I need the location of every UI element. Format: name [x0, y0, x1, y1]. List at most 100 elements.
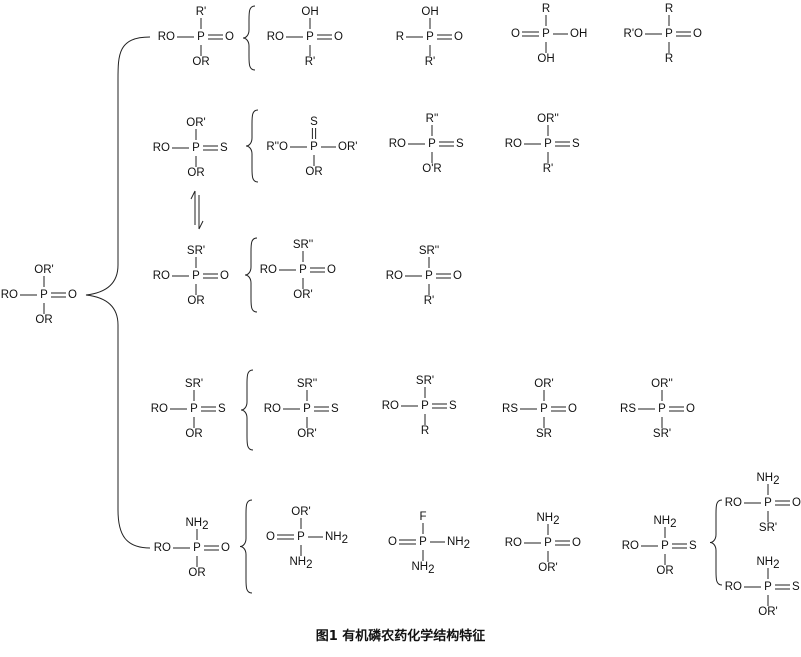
right-substituent: O	[334, 31, 343, 43]
phosphorus-atom: P	[764, 497, 772, 509]
bottom-substituent: OR'	[297, 428, 316, 440]
bottom-substituent: OR	[35, 314, 52, 326]
top-substituent: NH2	[653, 515, 676, 530]
bottom-substituent: OH	[537, 53, 554, 65]
right-substituent: OR'	[338, 141, 357, 153]
top-substituent: R'	[196, 6, 207, 18]
top-substituent: F	[419, 511, 426, 523]
left-substituent: RO	[267, 31, 284, 43]
bottom-substituent: R'	[305, 56, 316, 68]
right-substituent: O	[686, 403, 695, 415]
bottom-substituent: OR'	[293, 289, 312, 301]
top-substituent: OR''	[651, 378, 673, 390]
main-brace	[85, 36, 151, 549]
bottom-substituent: SR	[536, 428, 552, 440]
phosphorus-atom: P	[419, 536, 427, 548]
phosphorus-atom: P	[544, 537, 552, 549]
left-substituent: O	[266, 531, 275, 543]
left-substituent: RO	[158, 31, 175, 43]
structure-r2-a: P S OR R''O OR'	[266, 116, 357, 178]
phosphorus-atom: P	[310, 141, 318, 153]
right-substituent: O	[220, 270, 229, 282]
phosphorus-atom: P	[425, 270, 433, 282]
left-substituent: RO	[505, 537, 522, 549]
bottom-substituent: NH2	[411, 561, 434, 576]
bottom-substituent: OR	[192, 56, 209, 68]
top-substituent: R	[542, 3, 550, 15]
right-substituent: O	[68, 289, 77, 301]
right-substituent: S	[572, 138, 580, 150]
right-substituent: O	[453, 270, 462, 282]
left-substituent: RO	[622, 540, 639, 552]
top-substituent: OR'	[34, 264, 53, 276]
top-substituent: S	[310, 116, 318, 128]
right-substituent: O	[327, 264, 336, 276]
right-substituent: S	[220, 142, 228, 154]
right-substituent: S	[331, 403, 339, 415]
right-substituent: O	[792, 497, 801, 509]
right-substituent: S	[218, 403, 226, 415]
phosphorus-atom: P	[299, 264, 307, 276]
bottom-substituent: R'	[543, 163, 554, 175]
top-substituent: SR''	[293, 239, 313, 251]
phosphorus-atom: P	[542, 28, 550, 40]
left-substituent: O	[388, 536, 397, 548]
left-substituent: RO	[264, 403, 281, 415]
bottom-substituent: R	[665, 53, 673, 65]
right-substituent: NH2	[325, 531, 348, 546]
phosphorus-atom: P	[426, 31, 434, 43]
left-substituent: R	[396, 31, 404, 43]
figure-caption: 图1 有机磷农药化学结构特征	[315, 629, 486, 644]
phosphorus-atom: P	[544, 138, 552, 150]
bottom-substituent: OR'	[758, 606, 777, 618]
left-substituent: RO	[725, 497, 742, 509]
right-substituent: OH	[570, 28, 587, 40]
top-substituent: OR''	[537, 113, 559, 125]
left-substituent: RO	[153, 142, 170, 154]
right-substituent: O	[225, 31, 234, 43]
top-substituent: OH	[421, 6, 438, 18]
bottom-substituent: R	[421, 425, 429, 437]
left-substituent: RS	[620, 403, 636, 415]
bottom-substituent: OR	[305, 166, 322, 178]
row1-brace	[242, 5, 256, 71]
top-substituent: SR'	[416, 375, 434, 387]
row5-brace	[239, 499, 253, 594]
row4-brace	[240, 369, 254, 451]
top-substituent: OR'	[534, 378, 553, 390]
top-substituent: R''	[426, 113, 439, 125]
bottom-substituent: OR	[187, 167, 204, 179]
right-substituent: S	[449, 400, 457, 412]
phosphorus-atom: P	[297, 531, 305, 543]
left-substituent: RO	[386, 270, 403, 282]
phosphorus-atom: P	[303, 403, 311, 415]
phosphorus-atom: P	[658, 403, 666, 415]
top-substituent: OR'	[186, 117, 205, 129]
equilibrium-arrowhead-up	[190, 190, 196, 200]
left-substituent: R''O	[266, 141, 288, 153]
bottom-substituent: NH2	[289, 556, 312, 571]
left-substituent: RO	[382, 400, 399, 412]
phosphorus-atom: P	[192, 142, 200, 154]
left-substituent: RO	[151, 403, 168, 415]
left-substituent: RO	[154, 542, 171, 554]
right-substituent: O	[572, 537, 581, 549]
phosphorus-atom: P	[40, 289, 48, 301]
left-substituent: RO	[153, 270, 170, 282]
top-substituent: NH2	[536, 512, 559, 527]
right-substituent: S	[456, 138, 464, 150]
top-substituent: SR'	[185, 378, 203, 390]
